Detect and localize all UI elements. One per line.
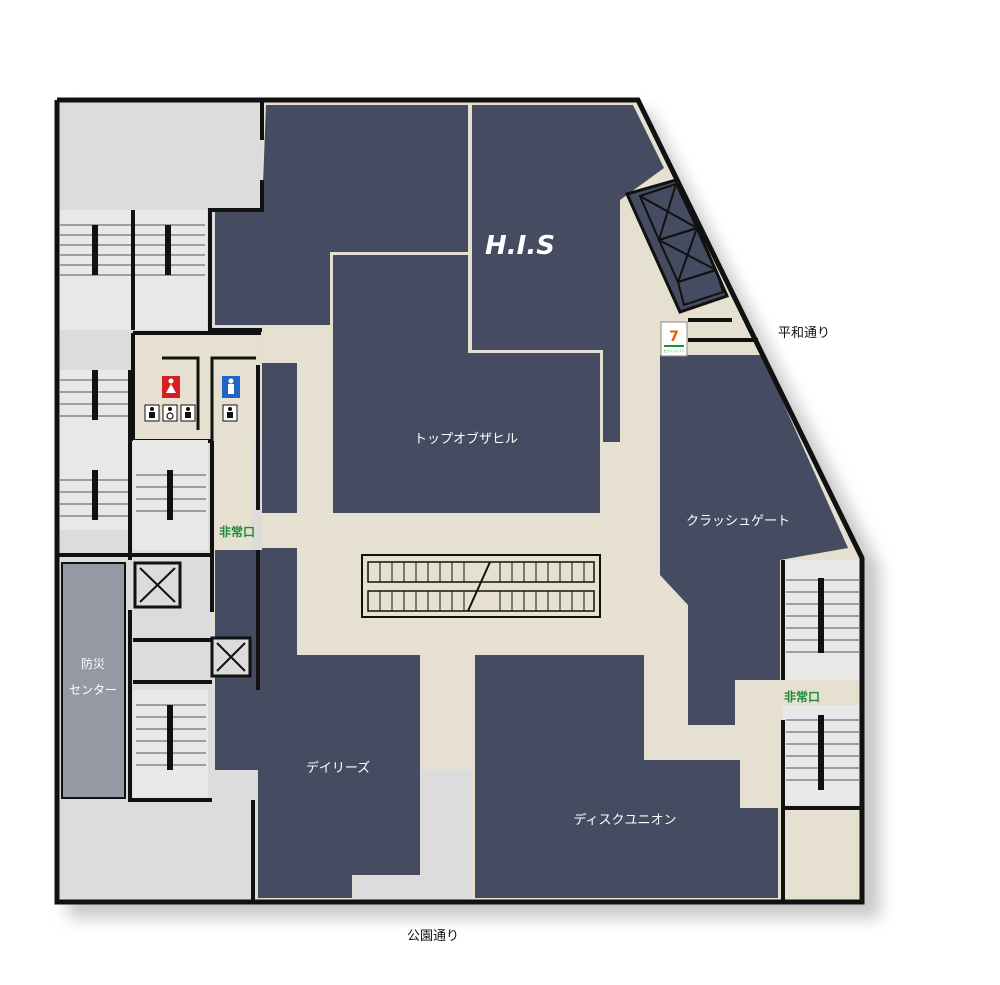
store-top-left[interactable]: [215, 105, 468, 325]
seven-eleven-logo[interactable]: [660, 321, 688, 357]
store-narrow-west[interactable]: [262, 363, 297, 513]
store-disk-union[interactable]: [475, 655, 778, 898]
baby-care-icon: [222, 404, 238, 422]
stairs-icon: [783, 560, 861, 680]
baby-care-icon: [144, 404, 160, 422]
his-logo[interactable]: H.I.S: [485, 231, 555, 261]
store-crash-gate[interactable]: [660, 355, 848, 725]
disaster-center[interactable]: [61, 562, 126, 799]
disaster-center-label-2: センター: [69, 683, 117, 697]
store-top-of-the-hill[interactable]: [333, 255, 600, 513]
outer-wall: [54, 97, 865, 905]
stairs-icon: [783, 705, 861, 805]
escalator-icon: [361, 554, 601, 618]
disaster-center-label-1: 防災: [81, 656, 105, 671]
seven-eleven-stripe: [664, 345, 684, 347]
stairs-icon: [133, 440, 208, 550]
seven-eleven-mark: 7: [669, 329, 679, 345]
exit-label-west: 非常口: [219, 524, 255, 539]
store-label-dailies: デイリーズ: [306, 760, 370, 776]
restroom-wall: [210, 356, 256, 441]
elevator-icon: [210, 636, 252, 678]
restroom-wall: [162, 356, 200, 430]
elevator-icon: [624, 178, 730, 314]
male-toilet-icon: [222, 376, 240, 398]
store-label-crash-gate: クラッシュゲート: [686, 514, 790, 529]
exit-label-east: 非常口: [784, 689, 820, 704]
store-dailies[interactable]: [215, 548, 420, 898]
store-label-disk-union: ディスクユニオン: [573, 812, 676, 828]
multipurpose-toilet-icon: [162, 404, 178, 422]
inner-walls: [57, 100, 862, 902]
elevator-icon: [133, 561, 182, 609]
street-label-heiwa: 平和通り: [778, 326, 830, 341]
female-toilet-icon: [162, 376, 180, 398]
seven-eleven-label: セブンイレブン: [663, 348, 684, 353]
nursing-room-icon: [180, 404, 196, 422]
street-label-koen: 公園通り: [407, 929, 459, 944]
stairs-icon: [57, 370, 130, 530]
store-his[interactable]: [472, 105, 664, 442]
stairs-icon: [133, 690, 208, 800]
his-logo-text: H.I.S: [485, 231, 555, 261]
store-label-top-of-the-hill: トップオブザヒル: [414, 431, 518, 447]
